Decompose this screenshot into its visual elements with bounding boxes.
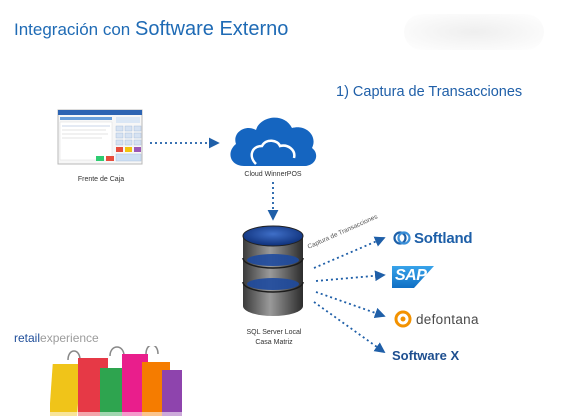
db-caption: SQL Server Local Casa Matriz <box>236 328 312 348</box>
pos-caption: Frente de Caja <box>77 176 125 183</box>
softland-icon <box>393 231 411 245</box>
title-part-2: Software Externo <box>134 18 289 40</box>
step-title: 1) Captura de Transacciones <box>336 84 523 100</box>
title-part-1: Integración con <box>14 20 131 39</box>
cloud-caption: Cloud WinnerPOS <box>244 171 302 178</box>
defontana-icon <box>394 310 412 328</box>
shopping-bags-icon <box>50 346 186 420</box>
defontana-label: defontana <box>416 311 479 327</box>
header-glow-decoration <box>404 14 544 50</box>
database-icon <box>242 225 304 316</box>
arrow-db-to-defontana <box>315 291 386 319</box>
cloud-icon <box>230 117 317 166</box>
retail-logo-part-1: retail <box>14 331 41 345</box>
page-title: Integración con Software Externo <box>14 18 288 41</box>
arrow-db-to-software-x <box>313 301 386 354</box>
db-caption-line-2: Casa Matriz <box>255 339 293 346</box>
db-caption-line-1: SQL Server Local <box>246 329 302 336</box>
retail-experience-logo: retailexperience <box>14 331 99 345</box>
softland-logo: Softland <box>393 228 473 248</box>
software-x-label: Software X <box>392 348 460 363</box>
softland-label: Softland <box>414 229 473 247</box>
retail-logo-part-2: experience <box>40 331 99 345</box>
sap-label: SAP <box>395 267 427 284</box>
arrow-db-to-sap <box>315 270 386 282</box>
sap-logo-shape <box>392 266 434 288</box>
pos-terminal-icon <box>57 109 143 165</box>
defontana-logo: defontana <box>393 308 479 330</box>
